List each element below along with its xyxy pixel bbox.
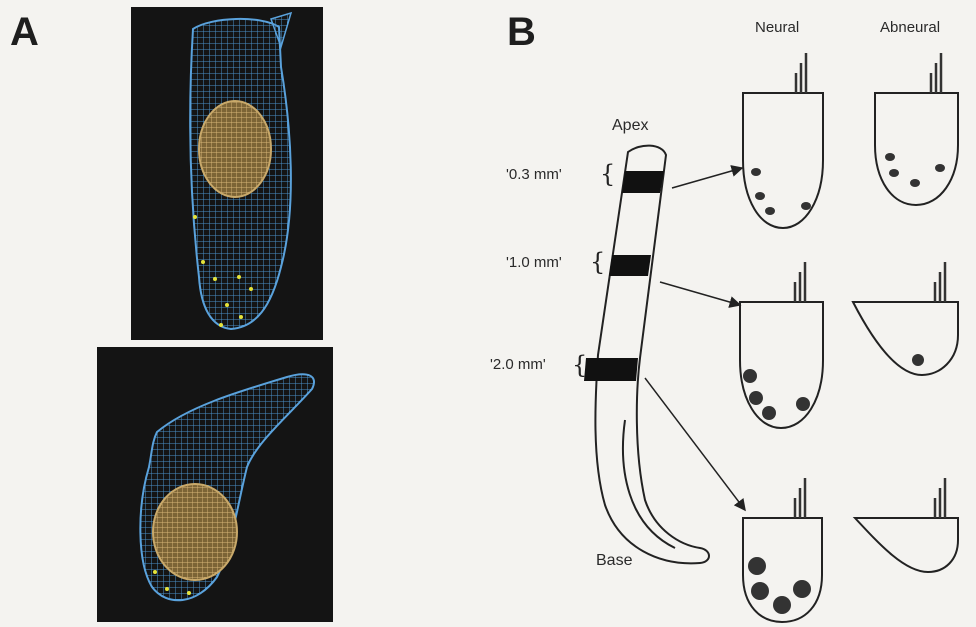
inner-hair-cell-abneural-2-0 (855, 518, 958, 572)
band-2-0-mm (584, 358, 638, 381)
inner-hair-cell-neural-1-0 (740, 302, 823, 428)
inner-hair-cell-abneural-0-3 (875, 93, 958, 205)
arrow-to-2-0-mm (645, 378, 745, 510)
arrow-to-0-3-mm (672, 168, 742, 188)
cochlear-duct (595, 146, 709, 564)
arrow-to-1-0-mm (660, 282, 740, 305)
stereocilia-bundles (795, 53, 945, 518)
inner-hair-cell-neural-0-3 (743, 93, 823, 228)
synapse-dots (743, 153, 945, 614)
inner-hair-cell-abneural-1-0 (853, 302, 958, 375)
band-1-0-mm (609, 255, 651, 276)
band-0-3-mm (622, 171, 664, 193)
